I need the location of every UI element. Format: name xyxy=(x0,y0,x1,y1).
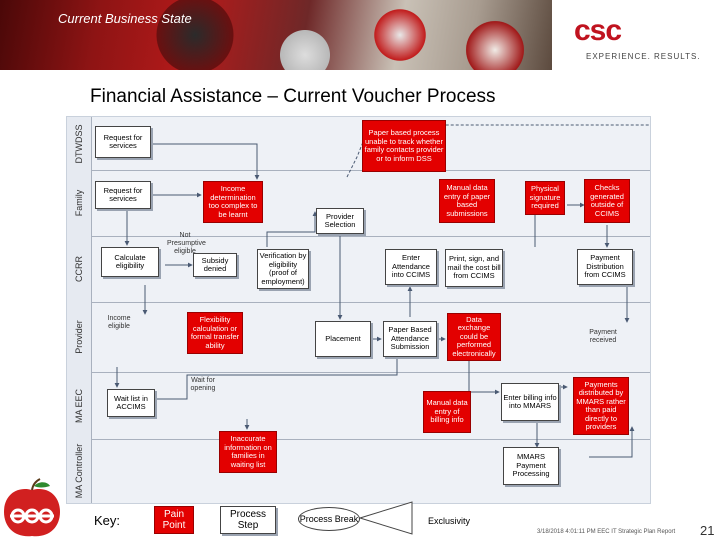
key-pain-point: Pain Point xyxy=(154,506,194,534)
connector xyxy=(589,426,635,458)
process-step: Enter billing info into MMARS xyxy=(501,383,559,421)
lane-label: Provider xyxy=(67,302,92,372)
logo-text: csc xyxy=(574,14,622,47)
pain-point: Data exchange could be performed electro… xyxy=(447,313,501,361)
pain-point: Manual data entry of billing info xyxy=(423,391,471,433)
process-step: Calculate eligibility xyxy=(101,247,159,277)
lane-ma-controller xyxy=(67,439,650,504)
pain-point: Manual data entry of paper based submiss… xyxy=(439,179,495,223)
header-banner: Current Business State xyxy=(0,0,552,70)
eec-logo xyxy=(4,478,60,537)
cyclist-image xyxy=(360,0,440,70)
lane-provider xyxy=(67,302,650,373)
process-step: Provider Selection xyxy=(316,208,364,234)
process-step: Request for services xyxy=(95,126,151,158)
process-step: Request for services xyxy=(95,181,151,209)
key-process-break: Process Break xyxy=(298,507,360,531)
swimlane-diagram: DTWDSS Family CCRR Provider MA EEC MA Co… xyxy=(66,116,651,504)
process-step: Subsidy denied xyxy=(193,253,237,277)
process-break: Income eligible xyxy=(107,315,131,330)
pain-point: Checks generated outside of CCIMS xyxy=(584,179,630,223)
page-title: Financial Assistance – Current Voucher P… xyxy=(90,86,496,107)
lane-label: CCRR xyxy=(67,236,92,302)
lane-label: DTWDSS xyxy=(67,117,92,170)
connector xyxy=(151,143,260,180)
process-step: Enter Attendance into CCIMS xyxy=(385,249,437,285)
lane-label: Family xyxy=(67,170,92,236)
lane-family xyxy=(67,170,650,237)
cyclist-image xyxy=(270,20,340,70)
process-break: Payment received xyxy=(589,329,617,344)
process-step: MMARS Payment Processing xyxy=(503,447,559,485)
connector xyxy=(266,211,318,247)
process-step: Verification by eligibility (proof of em… xyxy=(257,249,309,289)
cyclist-image xyxy=(150,0,240,70)
process-step: Placement xyxy=(315,321,371,357)
pain-point: Flexibility calculation or formal transf… xyxy=(187,312,243,354)
process-step: Payment Distribution from CCIMS xyxy=(577,249,633,285)
logo-tagline: EXPERIENCE. RESULTS. xyxy=(586,52,701,61)
flow-connectors xyxy=(114,124,650,458)
page-number: 21 xyxy=(700,523,715,538)
pain-point: Physical signature required xyxy=(525,181,565,215)
connector xyxy=(346,124,650,178)
pain-point: Paper based process unable to track whet… xyxy=(362,120,446,172)
lane-label: MA EEC xyxy=(67,372,92,439)
key-exclusivity-shape xyxy=(358,501,413,535)
key-exclusivity: Exclusivity xyxy=(427,515,470,526)
cyclist-image xyxy=(450,5,540,70)
process-step: Paper Based Attendance Submission xyxy=(383,321,437,357)
pain-point: Payments distributed by MMARS rather tha… xyxy=(573,377,629,435)
key-label: Key: xyxy=(94,513,121,528)
lane-ccrr xyxy=(67,236,650,303)
lane-label: MA Controller xyxy=(67,439,92,503)
key-process-step: Process Step xyxy=(220,506,276,534)
connector xyxy=(151,338,400,400)
process-step: Print, sign, and mail the cost bill from… xyxy=(445,249,503,287)
pain-point: Income determination too complex to be l… xyxy=(203,181,263,223)
process-break: Wait for opening xyxy=(190,377,216,392)
process-step: Wait list in ACCIMS xyxy=(107,389,155,417)
lane-ma-eec xyxy=(67,372,650,440)
footer-text: 3/18/2018 4:01:11 PM EEC IT Strategic Pl… xyxy=(537,529,676,535)
process-break: Not Presumptive eligible xyxy=(167,232,206,255)
banner-title: Current Business State xyxy=(58,11,192,26)
pain-point: Inaccurate information on families in wa… xyxy=(219,431,277,473)
csc-logo: csc EXPERIENCE. RESULTS. xyxy=(560,8,720,64)
